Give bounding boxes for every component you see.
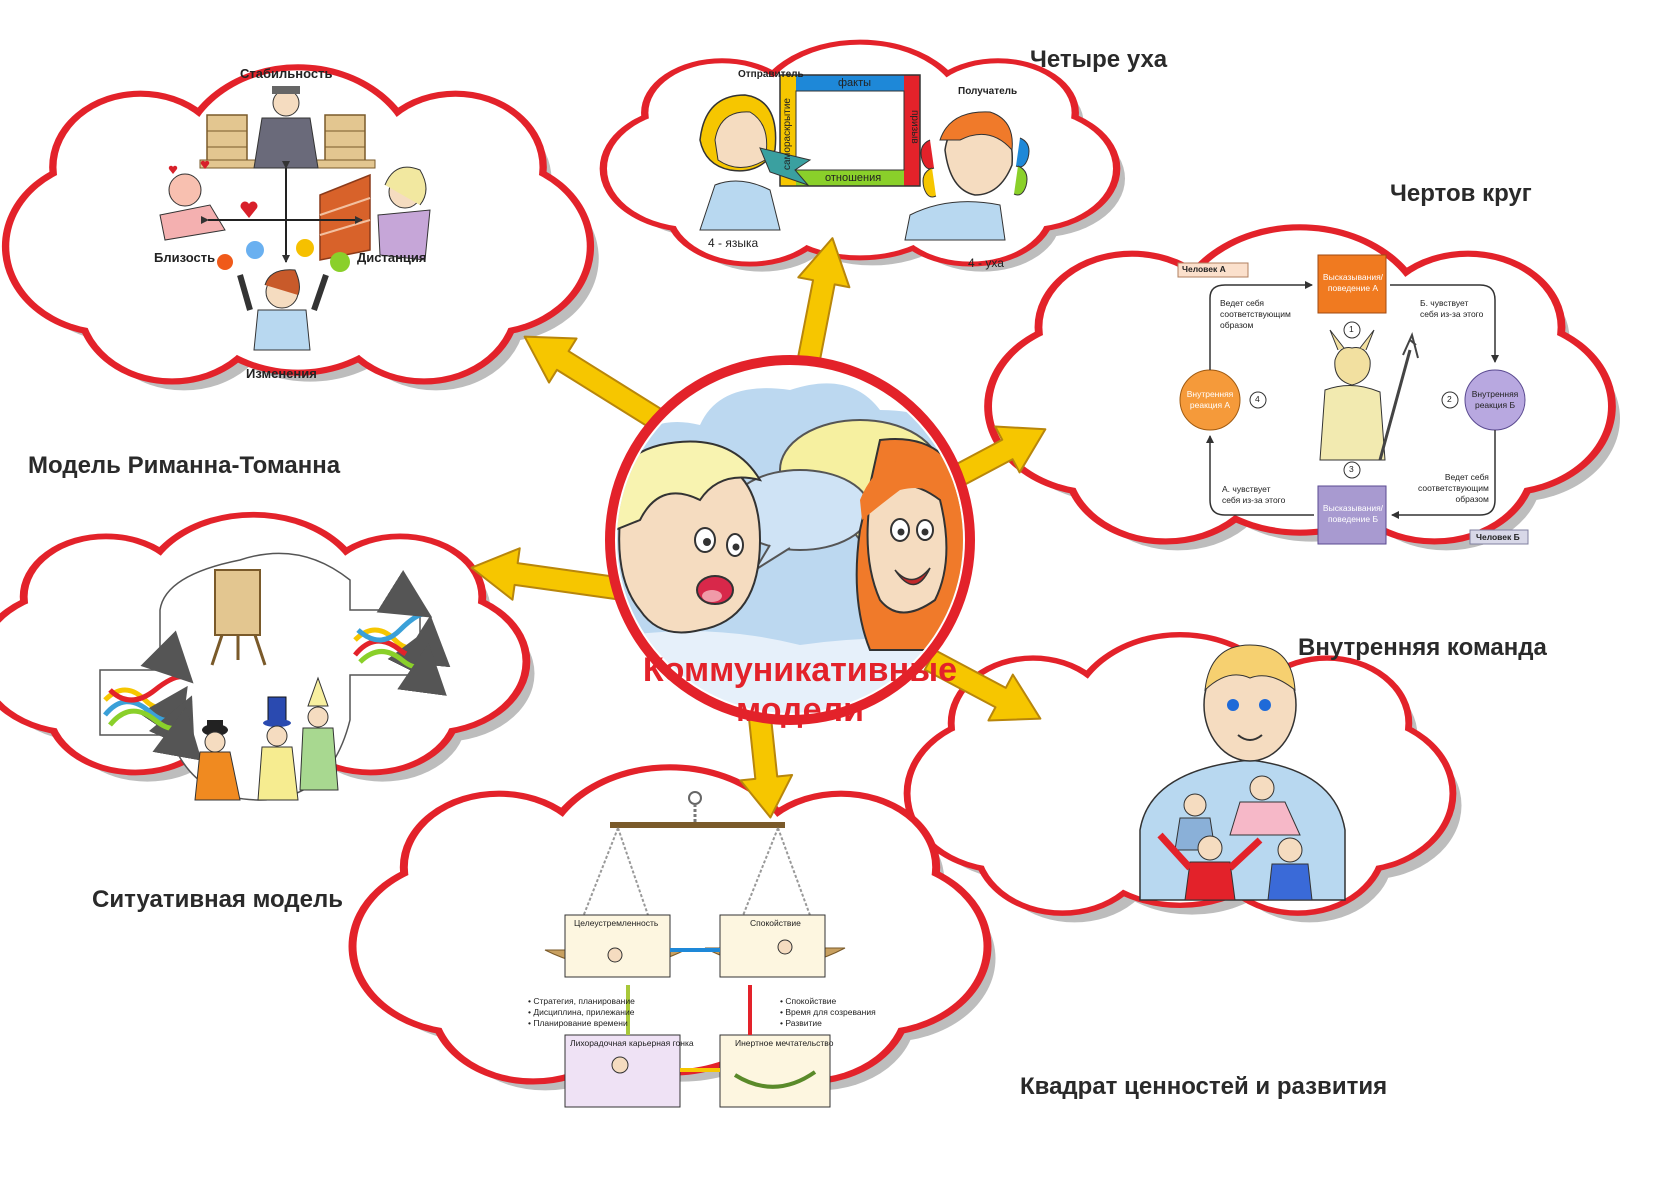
circle-text-br-1: Ведет себя [1444,472,1489,482]
square-left-bullet-3: • Планирование времени [528,1018,628,1028]
circle-step-1: 1 [1349,324,1354,334]
circle-text-tl-1: Ведет себя [1220,298,1265,308]
values-square-illustration [544,791,846,1108]
circle-text-bl-2: себя из-за этого [1222,495,1286,505]
circle-box-b-line1: Высказывания/ [1322,503,1384,513]
square-right-bullet-3: • Развитие [780,1018,822,1028]
circle-step-4: 4 [1255,394,1260,404]
circle-box-a-line1: Высказывания/ [1322,272,1384,282]
riemann-closeness: Близость [154,250,216,265]
riemann-illustration [159,86,431,351]
center-title: Коммуникативные модели [640,650,960,730]
circle-reaction-b-line2: реакция Б [1474,400,1516,410]
label-inner-team: Внутренняя команда [1298,634,1547,661]
circle-box-b-line2: поведение Б [1327,514,1379,524]
circle-text-bottom-right: Ведет себя соответствующим образом [1418,472,1489,505]
label-four-ears: Четыре уха [1030,46,1168,73]
riemann-distance: Дистанция [357,250,427,265]
label-riemann-model: Модель Риманна-Томанна [28,452,341,479]
ears-sender: Отправитель [738,69,804,80]
circle-text-bl-1: А. чувствует [1222,484,1271,494]
square-left-bullet-1: • Стратегия, планирование [528,996,635,1006]
ears-facts: факты [838,77,872,89]
circle-text-top-right: Б. чувствует себя из-за этого [1420,298,1483,320]
square-right-bullet-1: • Спокойствие [780,996,837,1006]
circle-step-2: 2 [1447,394,1452,404]
square-left-bullet-2: • Дисциплина, прилежание [528,1007,635,1017]
square-left-bullets: • Стратегия, планирование • Дисциплина, … [528,996,635,1029]
circle-person-a: Человек А [1182,264,1226,274]
vicious-circle-diagram [1177,254,1529,545]
label-vicious-circle: Чертов круг [1390,180,1532,207]
square-right-bullets: • Спокойствие • Время для созревания • Р… [780,996,876,1029]
circle-text-bottom-left: А. чувствует себя из-за этого [1222,484,1285,506]
ears-four-tongues: 4 - языка [708,236,759,250]
blonde-man-face [617,440,763,634]
center-title-line1: Коммуникативные [642,651,958,689]
circle-text-tl-2: соответствующим [1220,309,1291,319]
square-top-left: Целеустремленность [574,918,659,928]
inner-team-illustration [1139,644,1346,901]
circle-step-3: 3 [1349,464,1354,474]
four-ears-illustration [699,74,1030,241]
riemann-stability: Стабильность [240,66,333,81]
square-right-bullet-2: • Время для созревания [780,1007,876,1017]
circle-reaction-a-line2: реакция А [1189,400,1231,410]
label-situational-model: Ситуативная модель [92,886,343,913]
ears-four-ears: 4 - уха [968,256,1004,270]
cloud-vicious-circle [992,230,1620,551]
circle-box-a: Высказывания/ поведение А [1322,272,1384,294]
square-bottom-right: Инертное мечтательство [735,1038,834,1048]
ears-self-disclosure: самораскрытие [782,98,793,170]
circle-text-tr-1: Б. чувствует [1420,298,1469,308]
circle-text-br-3: образом [1455,494,1489,504]
ears-relation: отношения [825,172,882,184]
circle-person-b: Человек Б [1476,532,1520,542]
circle-text-tr-2: себя из-за этого [1420,309,1484,319]
circle-reaction-a-line1: Внутренняя [1186,389,1234,399]
center-title-line2: модели [735,691,864,729]
circle-box-a-line2: поведение А [1327,283,1379,293]
circle-box-b: Высказывания/ поведение Б [1322,503,1384,525]
ears-receiver: Получатель [958,86,1018,97]
square-top-right: Спокойствие [750,918,801,928]
square-bottom-left: Лихорадочная карьерная гонка [570,1038,694,1048]
label-values-square: Квадрат ценностей и развития [1020,1073,1388,1100]
redhead-woman-face [855,438,963,651]
circle-reaction-a: Внутренняя реакция А [1184,389,1236,411]
circle-text-top-left: Ведет себя соответствующим образом [1220,298,1291,331]
circle-text-br-2: соответствующим [1418,483,1489,493]
ears-appeal: призыв [909,110,920,144]
circle-text-tl-3: образом [1220,320,1254,330]
riemann-changes: Изменения [246,366,317,381]
situational-illustration [99,552,451,801]
circle-reaction-b: Внутренняя реакция Б [1469,389,1521,411]
circle-reaction-b-line1: Внутренняя [1471,389,1519,399]
